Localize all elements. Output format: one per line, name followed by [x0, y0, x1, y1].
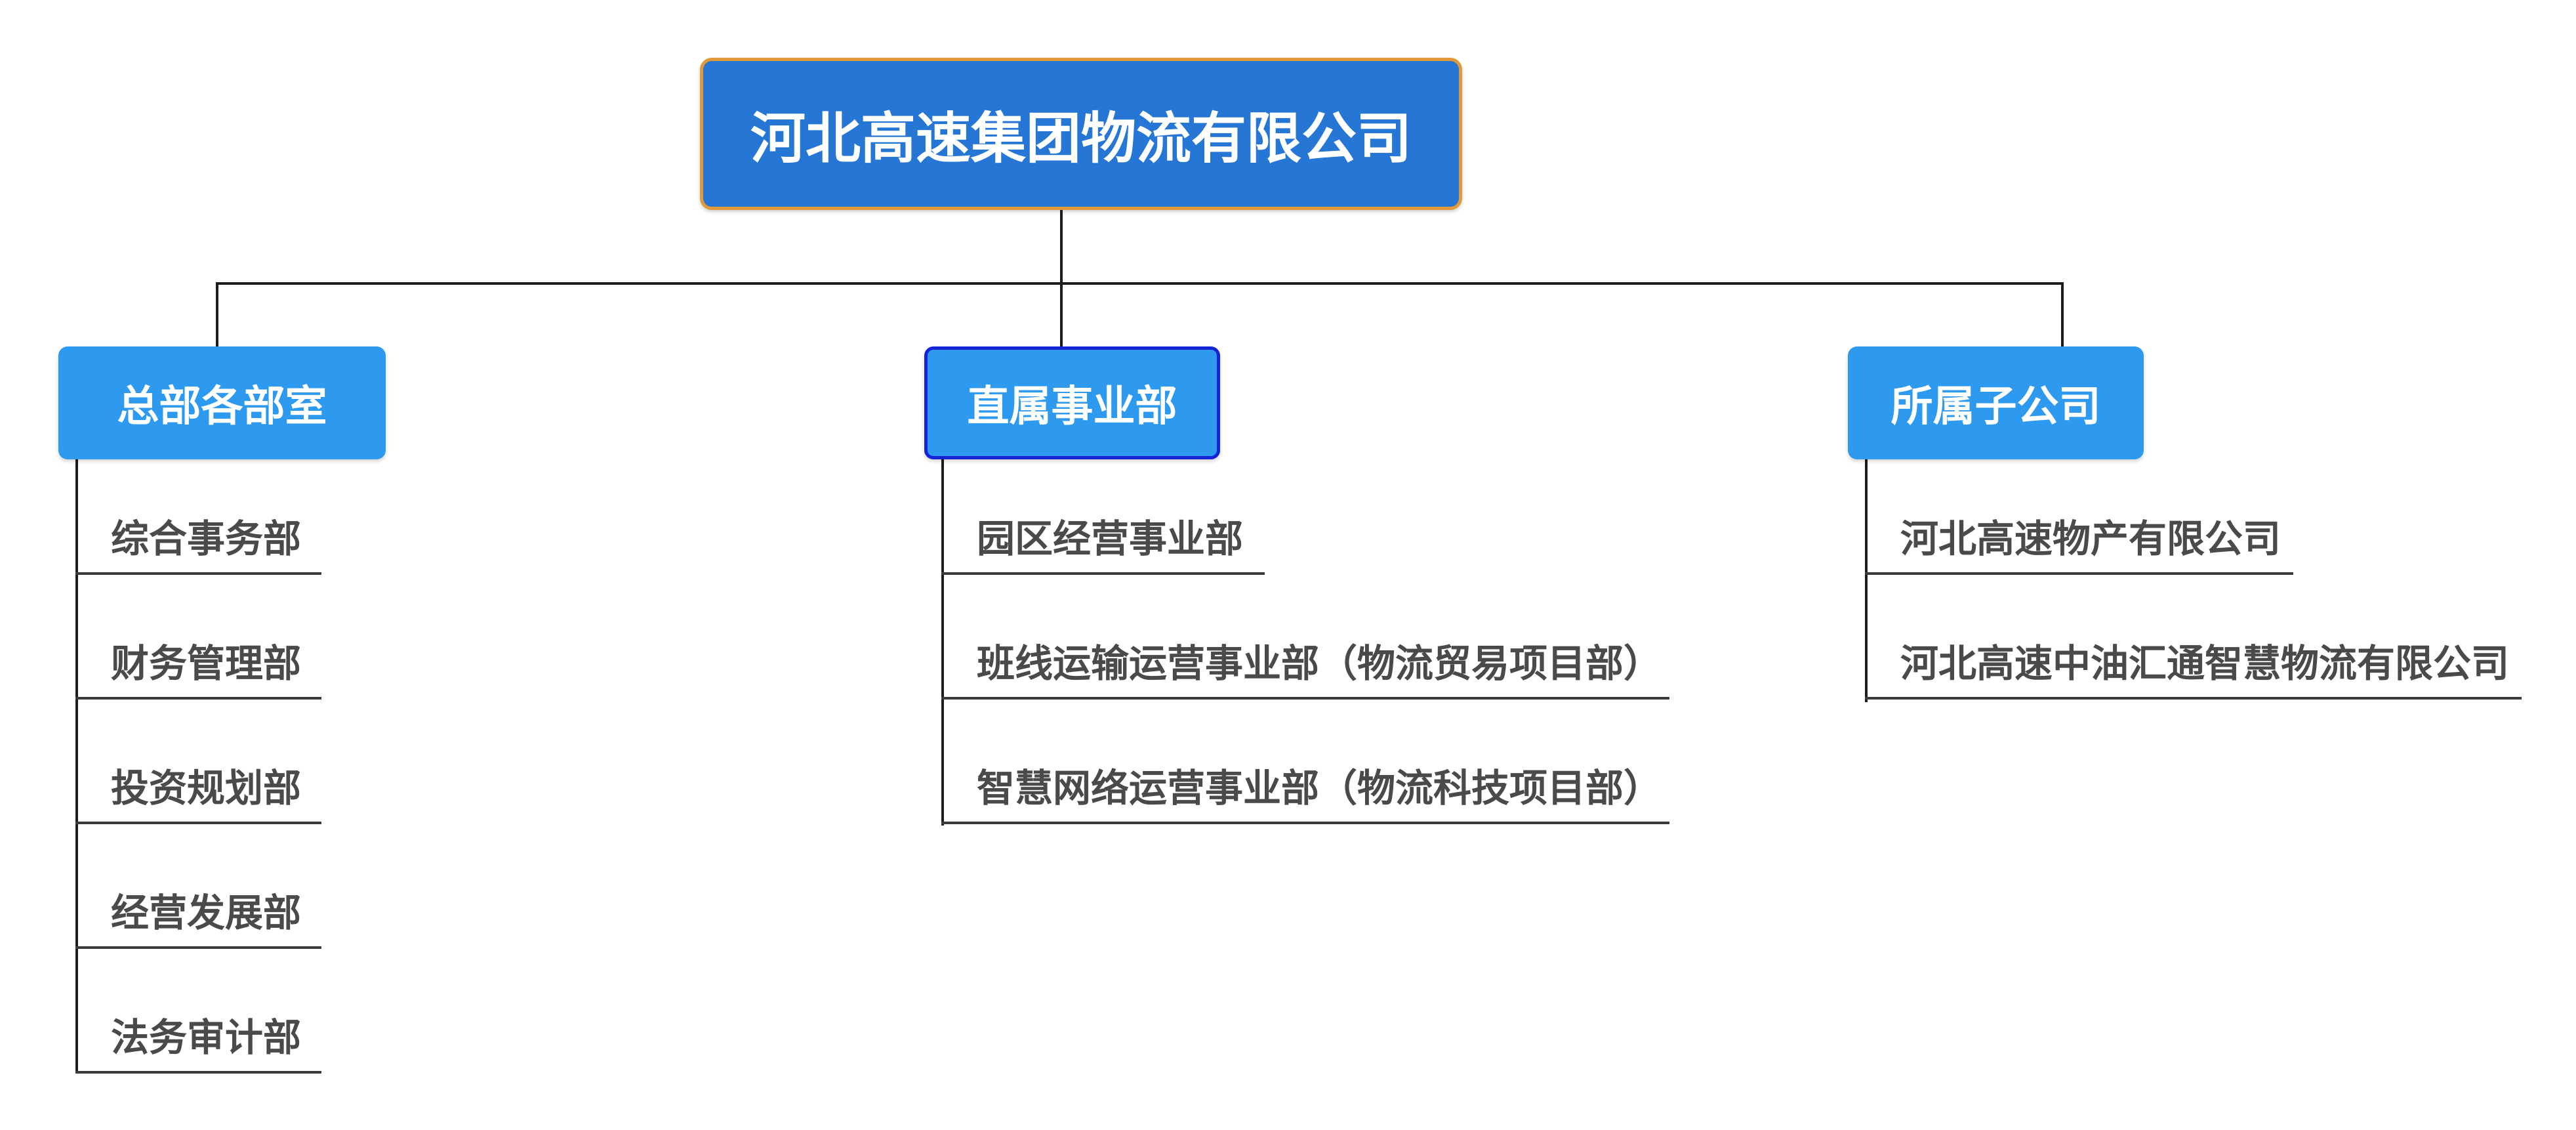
branch-spine-subsidiaries: [1865, 459, 1868, 702]
connector-right-drop: [2061, 282, 2064, 346]
connector-root-drop: [1060, 210, 1063, 346]
org-node-root[interactable]: 河北高速集团物流有限公司: [700, 58, 1462, 210]
org-item-park-operations[interactable]: 园区经营事业部: [941, 518, 1265, 575]
org-node-branch-headquarters[interactable]: 总部各部室: [58, 346, 386, 459]
branch-label: 直属事业部: [967, 383, 1177, 430]
connector-tier-horizontal: [216, 282, 2064, 285]
org-item-property-company[interactable]: 河北高速物产有限公司: [1865, 518, 2293, 575]
connector-left-drop: [216, 282, 218, 346]
org-item-legal-audit[interactable]: 法务审计部: [75, 1016, 321, 1074]
org-item-general-affairs[interactable]: 综合事务部: [75, 518, 321, 575]
branch-spine-direct-divisions: [941, 459, 944, 826]
org-item-finance-management[interactable]: 财务管理部: [75, 642, 321, 700]
org-item-smart-network[interactable]: 智慧网络运营事业部（物流科技项目部）: [941, 767, 1669, 824]
branch-label: 所属子公司: [1891, 383, 2101, 430]
branch-spine-headquarters: [75, 459, 78, 1074]
org-item-business-development[interactable]: 经营发展部: [75, 892, 321, 949]
org-node-root-label: 河北高速集团物流有限公司: [750, 107, 1412, 169]
org-item-line-transport[interactable]: 班线运输运营事业部（物流贸易项目部）: [941, 642, 1669, 700]
org-node-branch-direct-divisions[interactable]: 直属事业部: [924, 346, 1220, 459]
org-item-investment-planning[interactable]: 投资规划部: [75, 767, 321, 824]
branch-label: 总部各部室: [117, 383, 327, 430]
org-node-branch-subsidiaries[interactable]: 所属子公司: [1848, 346, 2144, 459]
org-item-smart-logistics-company[interactable]: 河北高速中油汇通智慧物流有限公司: [1865, 642, 2522, 700]
